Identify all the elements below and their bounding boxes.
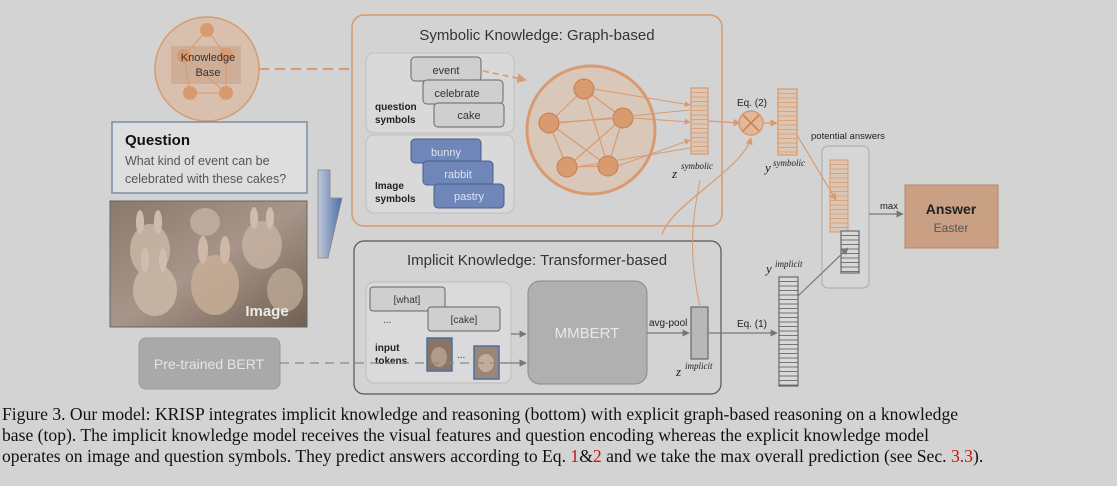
y-symbolic-label: y [763,160,771,175]
question-symbol: cake [457,110,480,122]
question-text-2: celebrated with these cakes? [125,172,286,186]
avgpool-label: avg-pool [649,318,687,329]
bert-label: Pre-trained BERT [154,356,265,372]
caption-text: and we take the max overall prediction (… [601,446,951,466]
answer-title: Answer [926,201,977,217]
z-implicit-sup: implicit [685,361,713,371]
eq1-ref-link[interactable]: 1 [570,446,580,466]
image-symbol: rabbit [444,169,472,181]
input-tokens-label: input [375,343,400,354]
image-symbols-label-2: symbols [375,194,416,205]
z-symbolic-label: z [671,166,677,181]
question-symbol: event [433,65,460,77]
y-symbolic-sup: symbolic [773,158,805,168]
image-symbol: bunny [431,147,461,159]
caption-line: Figure 3. Our model: KRISP integrates im… [2,404,959,424]
figure-caption: Figure 3. Our model: KRISP integrates im… [2,404,1114,467]
sec-ref-link[interactable]: 3.3 [950,446,973,466]
input-token: [what] [394,295,421,306]
input-image: Image [109,200,308,328]
y-symbolic-vector [777,88,798,156]
potential-answers-label: potential answers [811,131,885,142]
input-flow-arrow [317,169,343,259]
question-heading: Question [125,132,190,149]
max-label: max [880,201,898,212]
z-implicit-label: z [675,364,681,379]
image-symbol: pastry [454,191,484,203]
input-tokens-label-2: tokens [375,356,408,367]
kb-label-2: Base [195,67,220,79]
question-symbols-label: question [375,102,417,113]
question-symbol: celebrate [434,88,479,100]
caption-amp: & [579,446,593,466]
kb-label: Knowledge [181,52,235,64]
answer-box: Answer Easter [904,184,999,249]
input-token: [cake] [451,315,478,326]
y-implicit-vector [778,276,799,387]
krisp-architecture-diagram: Knowledge Base Symbolic Knowledge: Graph… [109,14,999,395]
caption-line: base (top). The implicit knowledge model… [2,425,929,445]
patch-ellipsis: ... [457,350,465,361]
symbolic-knowledge-panel: Symbolic Knowledge: Graph-based event ce… [351,14,723,227]
image-label: Image [245,303,288,320]
answer-value: Easter [934,221,969,235]
eq2-ref-link[interactable]: 2 [592,446,602,466]
y-implicit-sup: implicit [775,259,803,269]
mmbert-label: MMBERT [555,325,620,342]
eq1-label: Eq. (1) [737,319,767,330]
question-text: What kind of event can be [125,154,270,168]
knowledge-base: Knowledge Base [154,16,260,122]
image-symbols-label: Image [375,181,404,192]
product-operator [738,110,764,136]
token-ellipsis: ... [383,315,391,326]
caption-line: operates on image and question symbols. … [2,446,1114,467]
symbolic-title: Symbolic Knowledge: Graph-based [419,27,654,44]
question-symbol-chips: event celebrate cake [410,56,505,128]
pretrained-bert: Pre-trained BERT [138,337,281,390]
question-box: Question What kind of event can be celeb… [111,121,308,194]
implicit-title: Implicit Knowledge: Transformer-based [407,252,667,269]
z-implicit-vector [690,306,709,360]
z-symbolic-vector [690,87,709,155]
question-symbols-label-2: symbols [375,115,416,126]
knowledge-graph [525,64,691,196]
caption-text: operates on image and question symbols. … [2,446,571,466]
caption-text: ). [972,446,984,466]
z-symbolic-sup: symbolic [681,161,713,171]
image-symbol-chips: bunny rabbit pastry [410,138,505,209]
implicit-knowledge-panel: Implicit Knowledge: Transformer-based [w… [353,240,722,395]
eq2-label: Eq. (2) [737,98,767,109]
y-implicit-label: y [764,261,772,276]
combined-answer-vectors [829,159,860,274]
kb-graph-nodes [177,23,233,100]
